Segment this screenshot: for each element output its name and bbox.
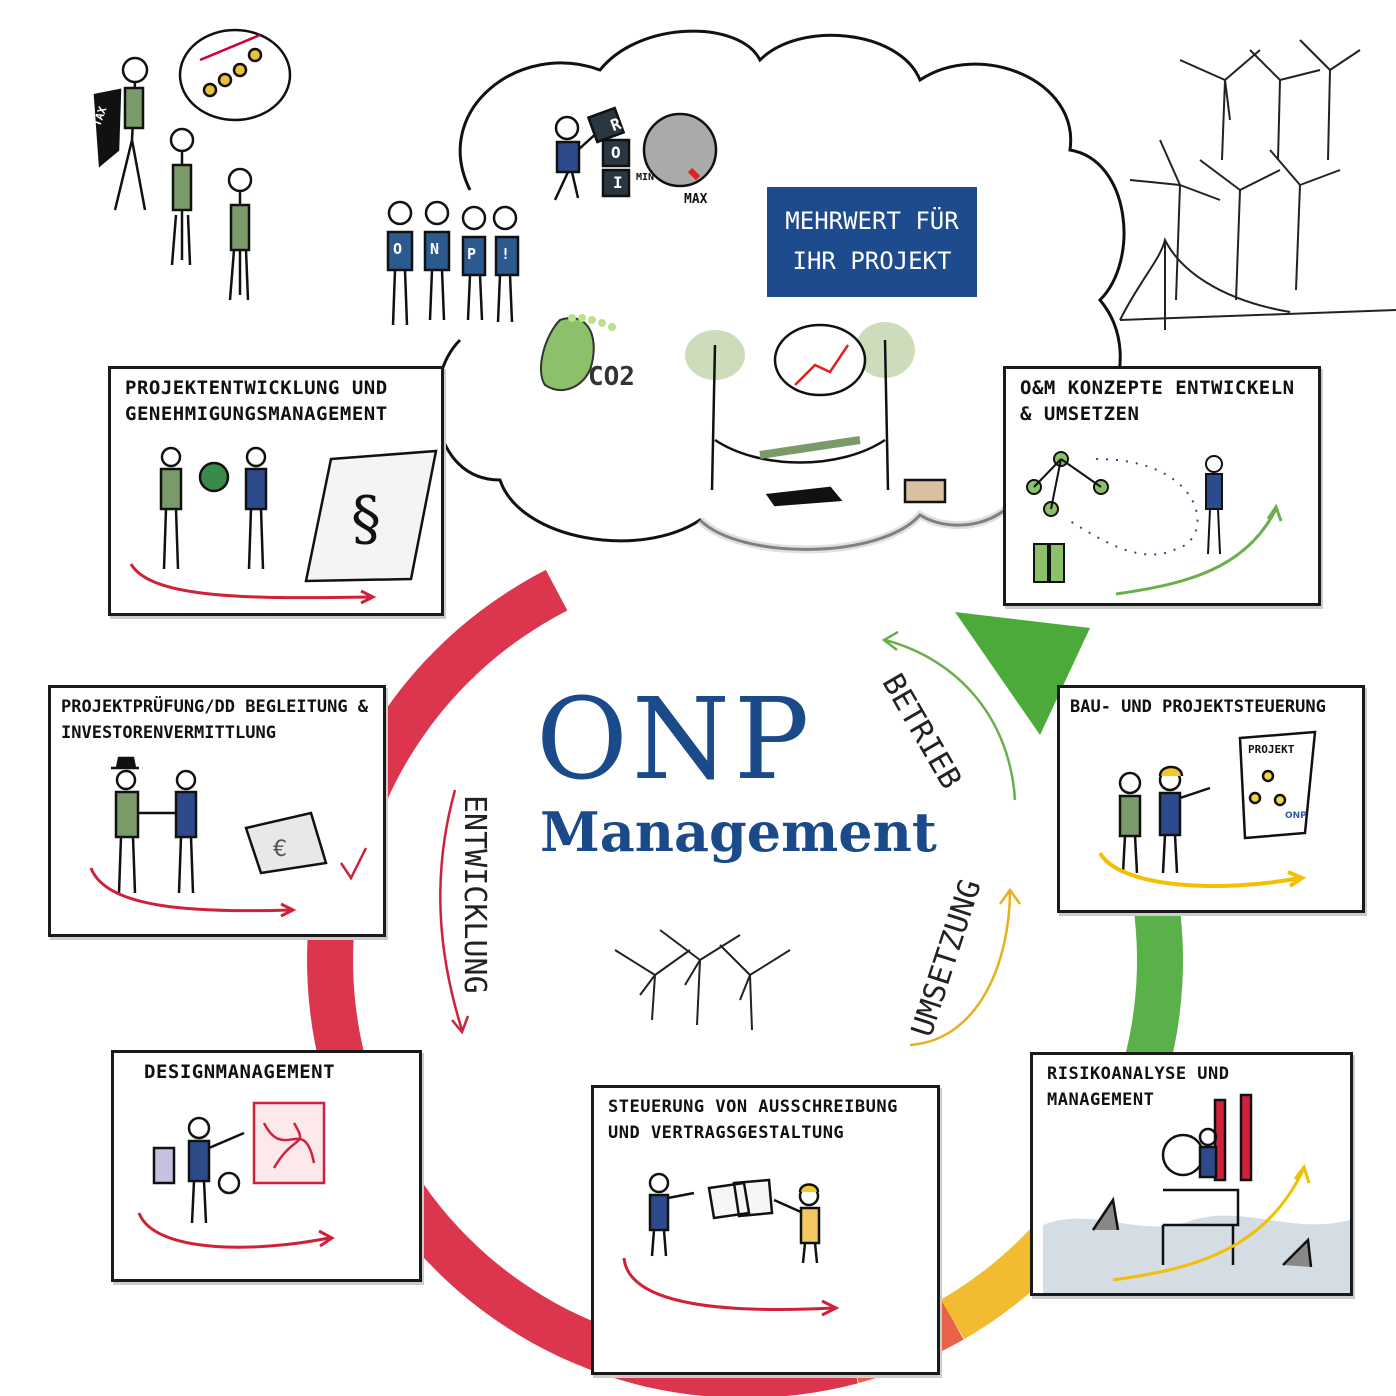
logo-onp: ONP: [536, 675, 814, 805]
box-title: Projektprüfung/DD Begleitung & Investore…: [61, 697, 369, 743]
roi-block-i: I: [613, 173, 623, 192]
dial-min-label: MIN: [636, 172, 655, 183]
shirt-letter-n: N: [430, 240, 440, 258]
handshake-globe-icon: §: [129, 446, 438, 605]
value-added-banner: MEHRWERT FÜR IHR PROJEKT: [767, 187, 977, 297]
box-designmanagement: Designmanagement: [111, 1050, 422, 1282]
entwicklung-arrow: [439, 789, 464, 1031]
roi-block-o: O: [611, 143, 621, 162]
euro-symbol: €: [273, 837, 287, 862]
umsetzung-arrow: [909, 889, 1012, 1047]
co2-label: CO2: [588, 362, 635, 392]
box-title: Steuerung von Ausschreibung und Vertrags…: [608, 1097, 898, 1143]
center-wind-turbines: [614, 929, 791, 1031]
shirt-letter-exclaim: !: [501, 245, 511, 263]
box-projektentwicklung: Projektentwicklung und Genehmigungsmanag…: [108, 366, 444, 616]
chart-title: PROJEKT: [1248, 743, 1295, 756]
risk-sea-sketch: [1043, 1093, 1350, 1293]
construction-steering-sketch: PROJEKT ONP: [1098, 730, 1317, 888]
betrieb-arrow: [884, 638, 1017, 801]
box-title: Bau- und Projektsteuerung: [1070, 697, 1326, 717]
investors-figures: [93, 28, 292, 301]
roi-figure: [553, 106, 718, 201]
box-title: O&M Konzepte entwickeln & umsetzen: [1020, 377, 1295, 425]
box-projektpruefung: Projektprüfung/DD Begleitung & Investore…: [48, 685, 386, 937]
co2-footprint: [540, 314, 616, 391]
onp-team-figures: [386, 200, 520, 326]
box-bau-projektsteuerung: Bau- und Projektsteuerung PROJEKT ONP: [1057, 685, 1365, 913]
dial-max-label: MAX: [684, 192, 708, 207]
shirt-letter-p: P: [467, 245, 477, 263]
box-title: Projektentwicklung und Genehmigungsmanag…: [125, 377, 388, 425]
paragraph-symbol: §: [351, 484, 381, 554]
design-easel-sketch: [137, 1101, 335, 1249]
hammock-scene: [685, 322, 947, 507]
chart-brand: ONP: [1285, 811, 1307, 821]
tender-contract-sketch: [622, 1172, 840, 1317]
box-risikoanalyse: Risikoanalyse und Management: [1030, 1052, 1353, 1296]
shirt-letter-o: O: [393, 240, 403, 258]
box-ausschreibung-vertrag: Steuerung von Ausschreibung und Vertrags…: [591, 1085, 940, 1375]
investor-handshake-sketch: €: [89, 756, 368, 918]
om-concept-sketch: [1026, 451, 1283, 596]
box-title: Designmanagement: [144, 1061, 336, 1083]
ring-arrowhead: [955, 612, 1090, 735]
box-om-konzepte: O&M Konzepte entwickeln & umsetzen: [1003, 366, 1321, 606]
logo-management: Management: [540, 800, 937, 864]
offshore-wind-turbines: [1119, 39, 1396, 330]
box-title: Risikoanalyse und Management: [1047, 1064, 1230, 1110]
